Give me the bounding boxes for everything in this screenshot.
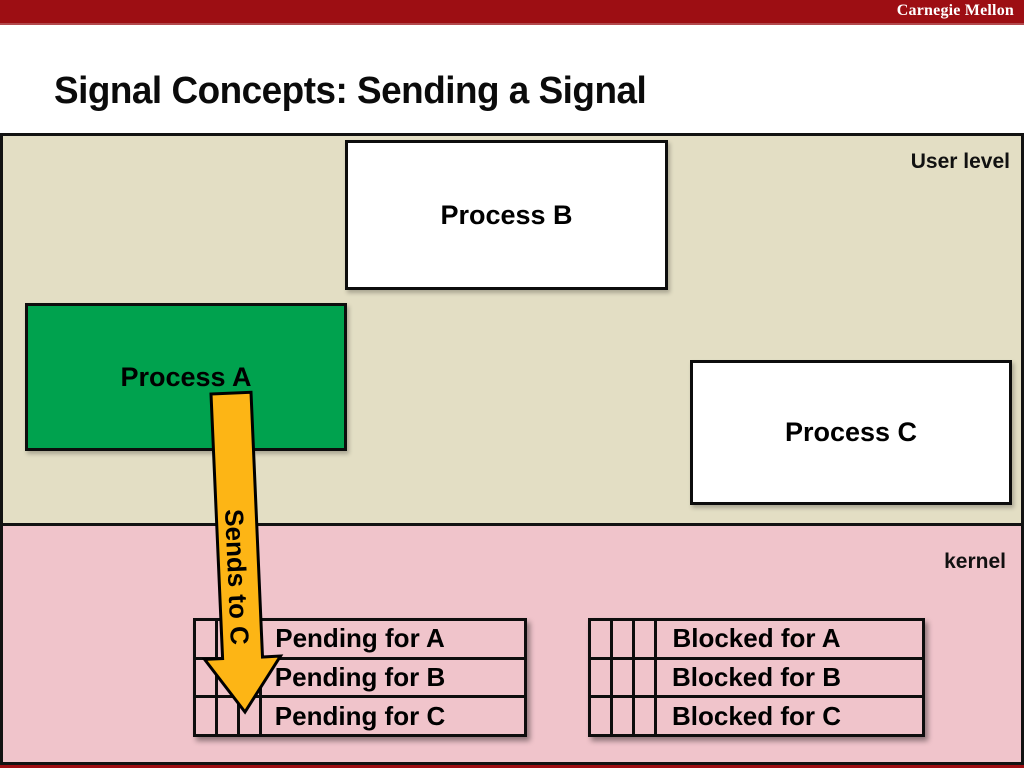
process-a-label: Process A — [120, 361, 252, 392]
process-a-box: Process A — [25, 303, 347, 451]
bit-cell — [196, 698, 218, 735]
process-c-box: Process C — [690, 360, 1012, 505]
brand-wordmark: Carnegie Mellon — [896, 2, 1014, 19]
bit-cell — [613, 621, 635, 657]
bit-cell — [635, 698, 657, 735]
footer-bar — [0, 765, 1024, 768]
pending-b-label: Pending for B — [274, 662, 446, 692]
pending-signals-table: Pending for A Pending for B Pending for … — [193, 618, 527, 737]
bit-cell — [635, 659, 657, 696]
bit-cell — [218, 698, 240, 735]
bit-cell — [635, 621, 657, 657]
header-bar: Carnegie Mellon — [0, 0, 1024, 25]
table-row: Pending for C — [196, 695, 524, 735]
bit-cell — [591, 659, 613, 696]
process-b-label: Process B — [440, 199, 573, 230]
bit-cell — [613, 698, 635, 735]
user-level-label: User level — [910, 150, 1010, 173]
blocked-b-label: Blocked for B — [671, 662, 842, 692]
bit-cell — [196, 659, 218, 696]
table-row: Blocked for A — [591, 621, 922, 657]
bit-cell — [196, 621, 218, 657]
bit-cell — [591, 698, 613, 735]
bit-cell — [240, 698, 262, 735]
table-row: Blocked for C — [591, 695, 922, 735]
blocked-a-label: Blocked for A — [672, 623, 841, 654]
page-title: Signal Concepts: Sending a Signal — [54, 70, 647, 112]
pending-c-label: Pending for C — [274, 700, 446, 731]
pending-a-label: Pending for A — [275, 623, 445, 654]
blocked-c-label: Blocked for C — [671, 700, 842, 731]
kernel-label: kernel — [944, 550, 1006, 573]
bit-cell — [591, 621, 613, 657]
process-c-label: Process C — [784, 417, 918, 447]
blocked-signals-table: Blocked for A Blocked for B Blocked for … — [588, 618, 925, 737]
bit-cell — [613, 659, 635, 696]
table-row: Blocked for B — [591, 656, 922, 696]
process-b-box: Process B — [345, 140, 668, 290]
